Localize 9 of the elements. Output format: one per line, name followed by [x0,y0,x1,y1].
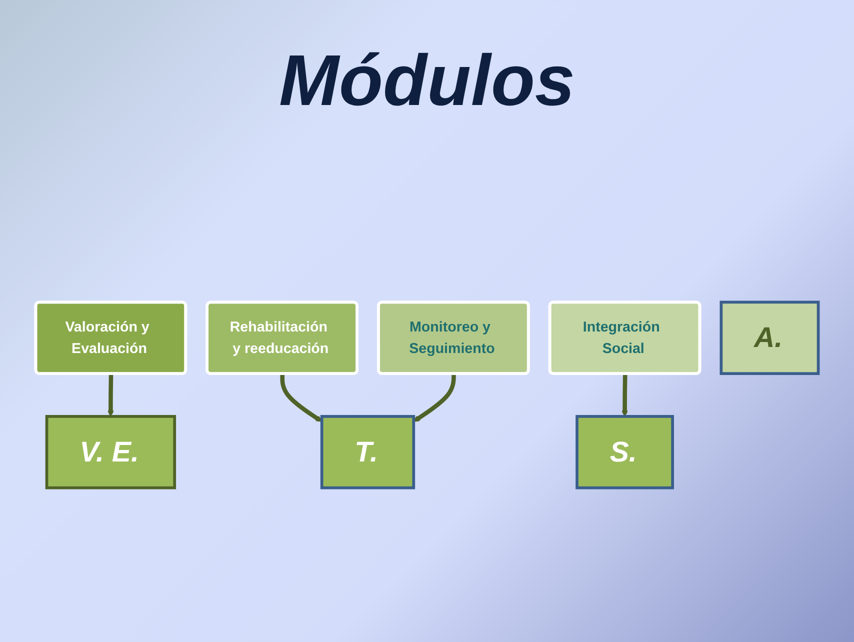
title: Módulos [278,40,576,122]
arrow [622,374,628,417]
arrow [413,374,456,422]
node-box: A. [720,300,820,375]
arrow [108,374,114,417]
arrow [280,374,322,422]
node-box: T. [320,415,416,490]
node-box: V. E. [45,415,176,490]
node-box: S. [576,415,674,490]
